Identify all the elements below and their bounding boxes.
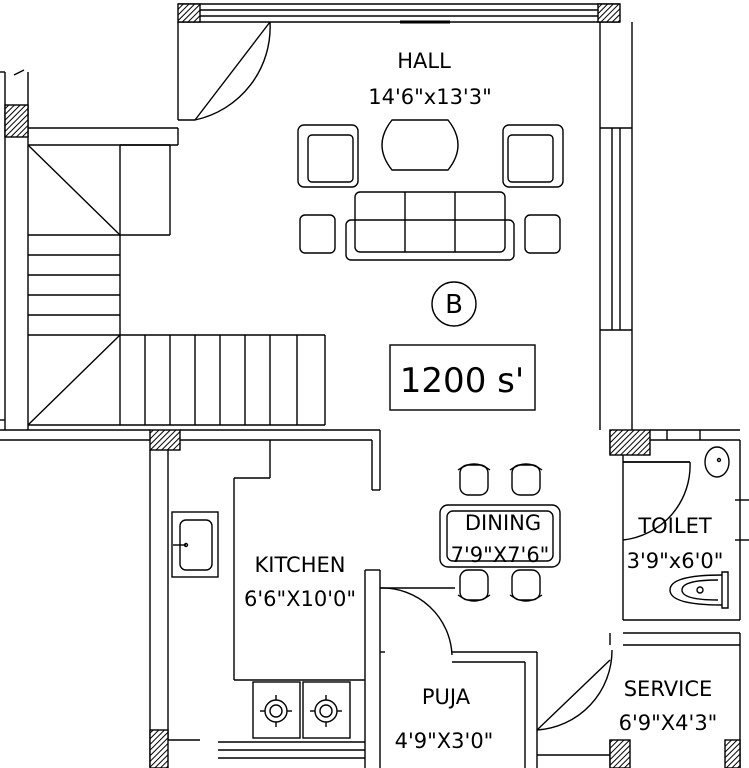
toilet-name-label: TOILET — [637, 514, 712, 538]
labels: HALL 14'6"x13'3" B 1200 s' DINING 7'9"X7… — [244, 49, 723, 753]
kitchen-sink — [171, 511, 219, 578]
hall-furniture — [297, 119, 564, 261]
kitchen-name-label: KITCHEN — [255, 553, 346, 577]
service-size-label: 6'9"X4'3" — [619, 711, 718, 735]
puja-name-label: PUJA — [422, 685, 471, 709]
staircase — [27, 144, 326, 426]
doors — [194, 21, 691, 731]
toilet-fixtures — [669, 446, 730, 609]
block-marker — [431, 281, 477, 327]
kitchen-size-label: 6'6"X10'0" — [244, 587, 356, 611]
hall-name-label: HALL — [397, 49, 451, 73]
cooking-stove — [252, 681, 351, 739]
dining-name-label: DINING — [465, 511, 541, 535]
walls — [0, 3, 749, 768]
hall-size-label: 14'6"x13'3" — [368, 85, 491, 109]
area-label: 1200 s' — [400, 361, 524, 401]
structural-columns — [4, 3, 741, 768]
puja-size-label: 4'9"X3'0" — [395, 729, 494, 753]
dining-furniture — [439, 463, 561, 602]
service-name-label: SERVICE — [624, 677, 713, 701]
block-letter-label: B — [445, 290, 463, 320]
area-box — [389, 344, 536, 411]
dining-size-label: 7'9"X7'6" — [451, 543, 550, 567]
toilet-size-label: 3'9"x6'0" — [627, 549, 724, 573]
